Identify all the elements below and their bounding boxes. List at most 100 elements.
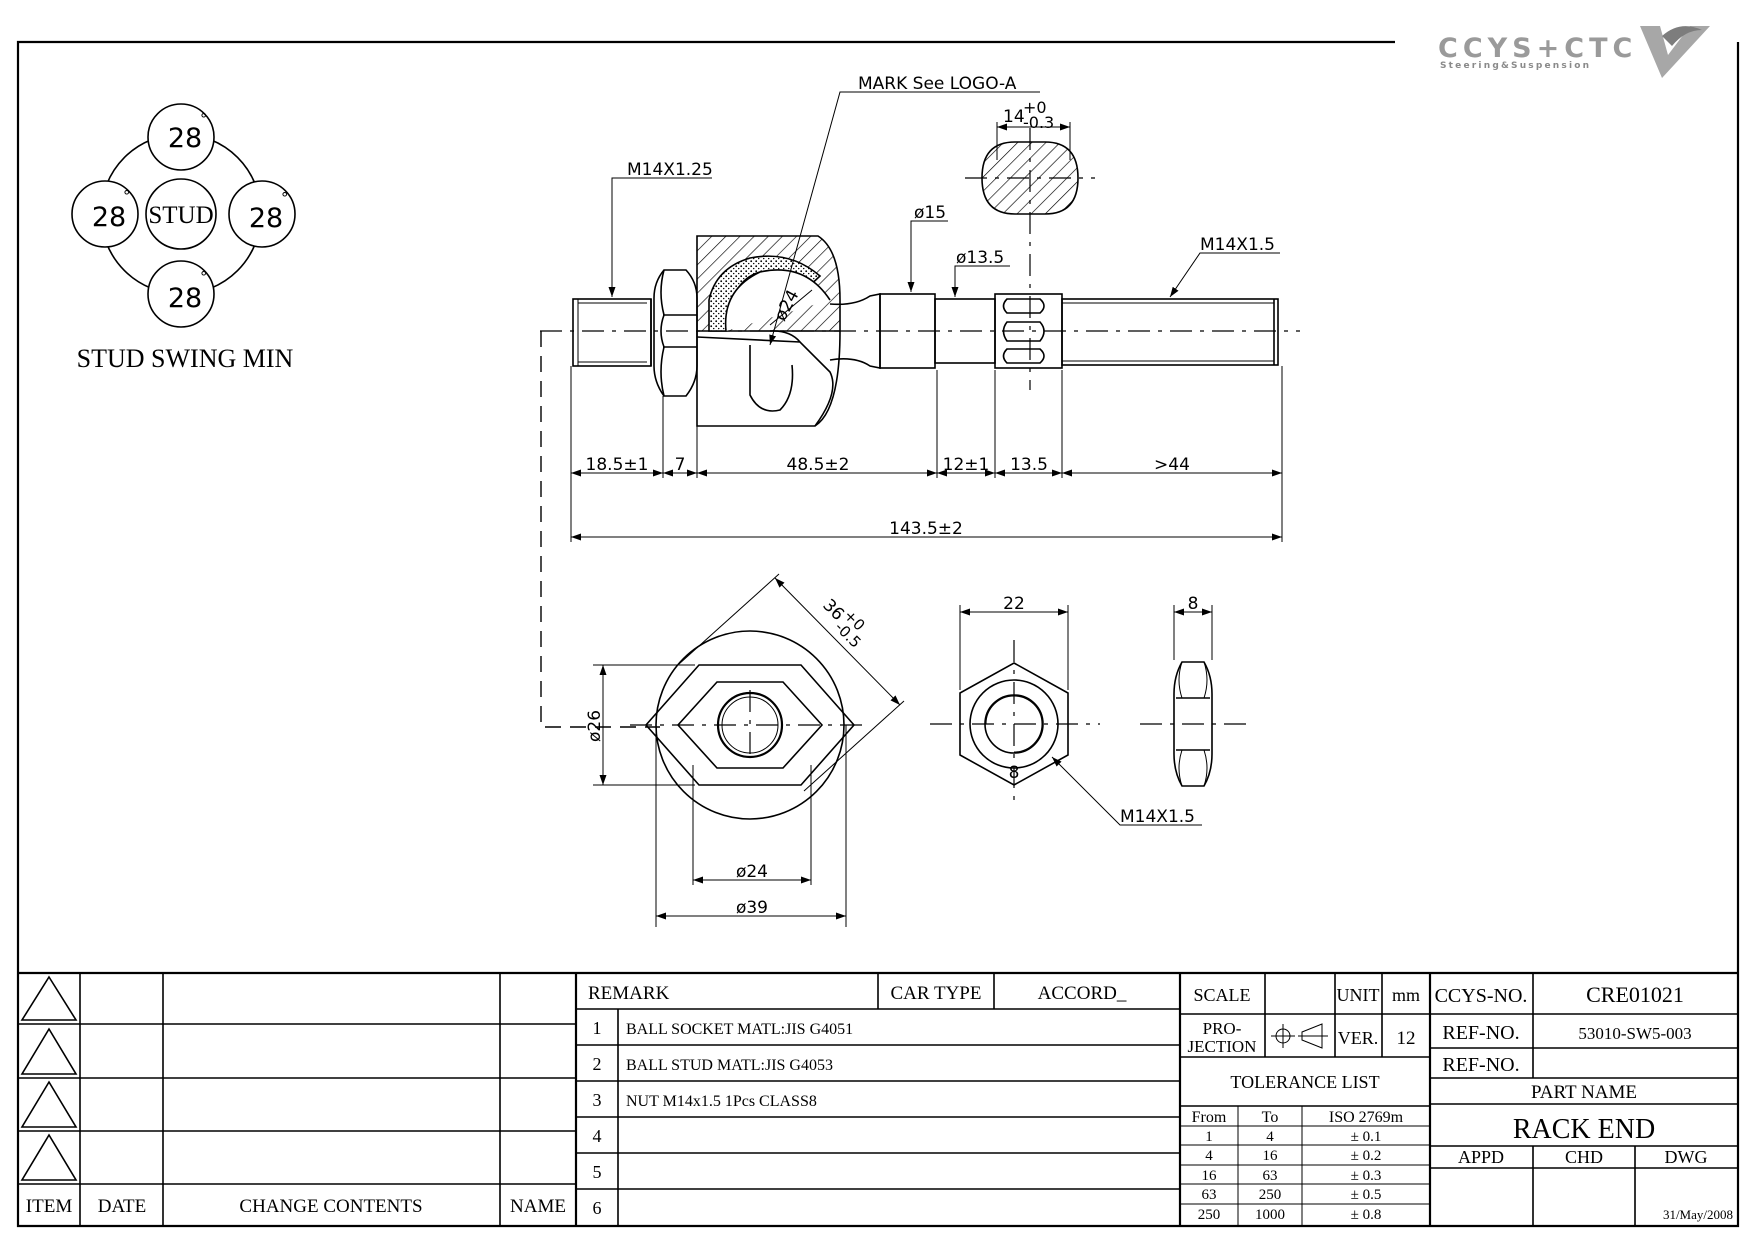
remark-no: 6 xyxy=(593,1198,602,1218)
ref-no2-label: REF-NO. xyxy=(1442,1054,1519,1076)
logo-tagline: Steering&Suspension xyxy=(1440,61,1591,71)
ref-no-value: 53010-SW5-003 xyxy=(1578,1024,1691,1043)
projection-label-2: JECTION xyxy=(1188,1037,1257,1056)
remark-no: 2 xyxy=(593,1054,602,1074)
revision-triangle-icon xyxy=(20,1133,78,1181)
label-dia39: ø39 xyxy=(736,898,768,918)
label-nut-thread: M14X1.5 xyxy=(1120,807,1195,827)
label-nut-thick: 8 xyxy=(1188,594,1199,614)
swing-center-label: STUD xyxy=(148,202,213,229)
dim-44: >44 xyxy=(1154,455,1190,475)
remark-text: BALL SOCKET MATL:JIS G4051 xyxy=(626,1021,853,1038)
unit-label: UNIT xyxy=(1337,985,1380,1005)
label-dia24: ø24 xyxy=(736,862,768,882)
revision-triangle-icon xyxy=(20,1080,78,1128)
swing-caption: STUD SWING MIN xyxy=(77,344,294,373)
tol-value: ± 0.5 xyxy=(1351,1187,1382,1203)
tol-header-from: From xyxy=(1192,1109,1227,1126)
swing-angle-left: 28 xyxy=(92,202,126,233)
remark-no: 1 xyxy=(593,1018,602,1038)
remark-no: 4 xyxy=(593,1126,602,1146)
rack-end-side-view xyxy=(540,128,1300,427)
remark-no: 5 xyxy=(593,1162,602,1182)
nut-side-view: 8 xyxy=(1140,594,1250,787)
logo-name: CCYS+CTC xyxy=(1438,33,1637,64)
remark-text: BALL STUD MATL:JIS G4053 xyxy=(626,1057,833,1074)
ccys-no-value: CRE01021 xyxy=(1586,982,1684,1007)
tol-header-to: To xyxy=(1262,1109,1279,1126)
tol-from: 1 xyxy=(1205,1129,1213,1145)
logo-emblem-swoosh-icon xyxy=(1662,26,1702,46)
label-dia15: ø15 xyxy=(914,203,946,223)
revision-table: ITEM DATE CHANGE CONTENTS NAME xyxy=(18,973,578,1226)
appd-label: APPD xyxy=(1458,1147,1504,1167)
dim-48-5: 48.5±2 xyxy=(787,455,850,475)
swing-circle-bottom xyxy=(147,260,215,328)
scale-label: SCALE xyxy=(1193,985,1250,1005)
housing-end-view: 36 +0 -0.5 ø26 ø24 ø39 xyxy=(585,573,905,927)
rev-header-change: CHANGE CONTENTS xyxy=(239,1196,422,1217)
tol-to: 4 xyxy=(1266,1129,1274,1145)
tol-header-iso: ISO 2769m xyxy=(1329,1109,1404,1126)
swing-angle-right: 28 xyxy=(249,203,283,234)
tol-from: 250 xyxy=(1198,1207,1221,1223)
tol-value: ± 0.3 xyxy=(1351,1168,1382,1184)
tol-from: 16 xyxy=(1202,1168,1218,1184)
car-type-label: CAR TYPE xyxy=(891,983,982,1004)
rev-header-date: DATE xyxy=(98,1196,147,1217)
ball-stud-sphere xyxy=(724,269,831,332)
tol-to: 16 xyxy=(1263,1148,1279,1164)
degree-mark: ° xyxy=(281,189,289,207)
projection-label-1: PRO- xyxy=(1203,1019,1242,1038)
tol-to: 63 xyxy=(1263,1168,1278,1184)
label-dia26: ø26 xyxy=(585,710,605,742)
swing-angle-bottom: 28 xyxy=(168,283,202,314)
label-thread-right: M14X1.5 xyxy=(1200,235,1275,255)
drawing-date: 31/May/2008 xyxy=(1663,1207,1733,1222)
tol-to: 1000 xyxy=(1255,1207,1285,1223)
drawing-frame xyxy=(16,40,1740,1228)
part-id-block: CCYS-NO. CRE01021 REF-NO. 53010-SW5-003 … xyxy=(1430,973,1738,1226)
label-flat-14: 14 xyxy=(1003,107,1025,127)
tol-value: ± 0.8 xyxy=(1351,1207,1382,1223)
label-mark-note: MARK See LOGO-A xyxy=(858,74,1017,94)
degree-mark: ° xyxy=(200,110,208,128)
scale-tolerance-block: SCALE UNIT mm PRO- JECTION VER. 12 TOLER… xyxy=(1180,973,1432,1226)
label-thread-left: M14X1.25 xyxy=(627,160,713,180)
tol-from: 4 xyxy=(1205,1148,1213,1164)
degree-mark: ° xyxy=(123,187,131,205)
part-name-label: PART NAME xyxy=(1531,1082,1637,1103)
swing-circle-right xyxy=(228,180,296,248)
label-flat-14-upper: +0 xyxy=(1023,98,1047,117)
dim-13-5: 13.5 xyxy=(1010,455,1048,475)
tol-from: 63 xyxy=(1202,1187,1217,1203)
label-dia13-5: ø13.5 xyxy=(956,248,1004,268)
remarks-table: REMARK CAR TYPE ACCORD_ 1 BALL SOCKET MA… xyxy=(576,973,1182,1226)
label-flat-14-lower: -0.3 xyxy=(1023,113,1054,132)
label-nut-class: 8 xyxy=(1009,763,1020,783)
remark-text: NUT M14x1.5 1Pcs CLASS8 xyxy=(626,1093,817,1110)
ver-label: VER. xyxy=(1338,1028,1379,1048)
dwg-label: DWG xyxy=(1665,1147,1708,1167)
revision-triangle-icon xyxy=(20,1027,78,1075)
tol-value: ± 0.2 xyxy=(1351,1148,1382,1164)
remark-label: REMARK xyxy=(588,983,670,1004)
side-view-dimensions: 18.5±1 7 48.5±2 12±1 13.5 >44 143.5±2 M1… xyxy=(540,74,1283,728)
car-type-value: ACCORD_ xyxy=(1038,983,1127,1004)
rev-header-item: ITEM xyxy=(26,1196,73,1217)
swing-circle-center xyxy=(145,178,217,250)
stud-swing-diagram: STUD 28 28 28 28 ° ° ° ° STUD SWING MIN xyxy=(71,103,296,373)
company-logo: CCYS+CTC Steering&Suspension xyxy=(1438,26,1710,78)
tol-to: 250 xyxy=(1259,1187,1282,1203)
dim-18-5: 18.5±1 xyxy=(586,455,649,475)
ver-value: 12 xyxy=(1397,1028,1416,1049)
nut-front-view: 22 8 M14X1.5 xyxy=(930,594,1202,827)
remark-no: 3 xyxy=(593,1090,602,1110)
tol-value: ± 0.1 xyxy=(1351,1129,1382,1145)
ref-no-label: REF-NO. xyxy=(1442,1022,1519,1044)
swing-circle-left xyxy=(71,180,139,248)
label-nut-width: 22 xyxy=(1003,594,1025,614)
title-block: ITEM DATE CHANGE CONTENTS NAME REMARK CA… xyxy=(18,971,1738,1226)
projection-symbol-icon xyxy=(1271,1023,1328,1049)
